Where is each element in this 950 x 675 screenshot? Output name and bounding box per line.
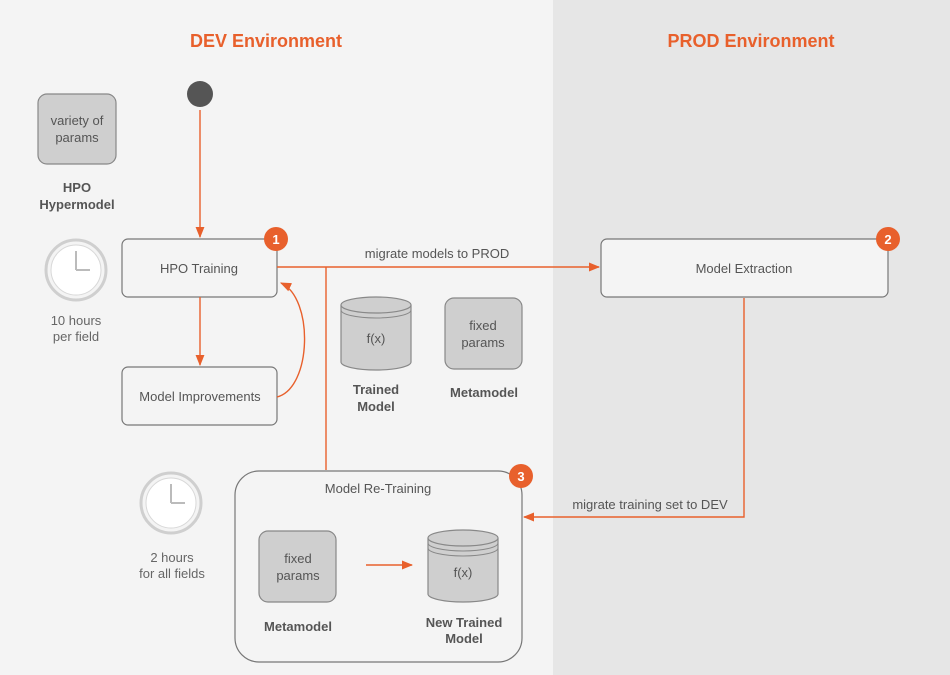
retrain-metamodel-box: [258, 530, 337, 603]
model-improvements-label: Model Improvements: [139, 389, 261, 404]
edge-label-migrate-training: migrate training set to DEV: [572, 497, 728, 512]
retrain-metamodel-caption: Metamodel: [264, 619, 332, 634]
svg-text:3: 3: [517, 469, 524, 484]
model-extraction-label: Model Extraction: [696, 261, 793, 276]
svg-text:1: 1: [272, 232, 279, 247]
metamodel-box: [444, 297, 523, 370]
edge-label-migrate-models: migrate models to PROD: [365, 246, 510, 261]
start-node: [187, 81, 213, 107]
trained-model-database-icon: [340, 296, 412, 371]
hypermodel-box-line1: variety of: [51, 113, 104, 128]
prod-title: PROD Environment: [667, 31, 834, 51]
clock2-line2: for all fields: [139, 566, 205, 581]
clock2-line1: 2 hours: [150, 550, 194, 565]
metamodel-line1: fixed: [469, 318, 496, 333]
model-extraction-node[interactable]: [600, 238, 889, 298]
metamodel-caption: Metamodel: [450, 385, 518, 400]
arrow-improvements-to-hpo: [276, 282, 306, 398]
new-trained-model-caption-line1: New Trained: [426, 615, 503, 630]
hypermodel-box-line2: params: [55, 130, 99, 145]
retrain-metamodel-line2: params: [276, 568, 320, 583]
model-retraining-node[interactable]: [234, 470, 523, 663]
hpo-training-label: HPO Training: [160, 261, 238, 276]
hypermodel-box: [37, 93, 117, 165]
model-improvements-node[interactable]: [121, 366, 278, 426]
hpo-hypermodel: variety of params HPO Hypermodel: [37, 93, 117, 212]
metamodel-line2: params: [461, 335, 505, 350]
model-retraining-label: Model Re-Training: [325, 481, 431, 496]
arrow-migrate-training: [522, 298, 745, 522]
prod-panel: [553, 0, 950, 675]
new-trained-model-fx: f(x): [454, 565, 473, 580]
clock1-line2: per field: [53, 329, 99, 344]
svg-text:2: 2: [884, 232, 891, 247]
retrain-metamodel-line1: fixed: [284, 551, 311, 566]
clock-icon-2: [139, 471, 203, 535]
new-trained-model-database-icon: [427, 529, 499, 603]
clock-icon-1: [44, 238, 108, 302]
dev-title: DEV Environment: [190, 31, 342, 51]
step-badge-2: 2: [876, 227, 900, 251]
step-badge-1: 1: [264, 227, 288, 251]
trained-model-fx: f(x): [367, 331, 386, 346]
clock1-line1: 10 hours: [51, 313, 102, 328]
hypermodel-caption-line2: Hypermodel: [39, 197, 114, 212]
step-badge-3: 3: [509, 464, 533, 488]
hypermodel-caption-line1: HPO: [63, 180, 91, 195]
trained-model-caption-line2: Model: [357, 399, 395, 414]
trained-model-caption-line1: Trained: [353, 382, 399, 397]
new-trained-model-caption-line2: Model: [445, 631, 483, 646]
